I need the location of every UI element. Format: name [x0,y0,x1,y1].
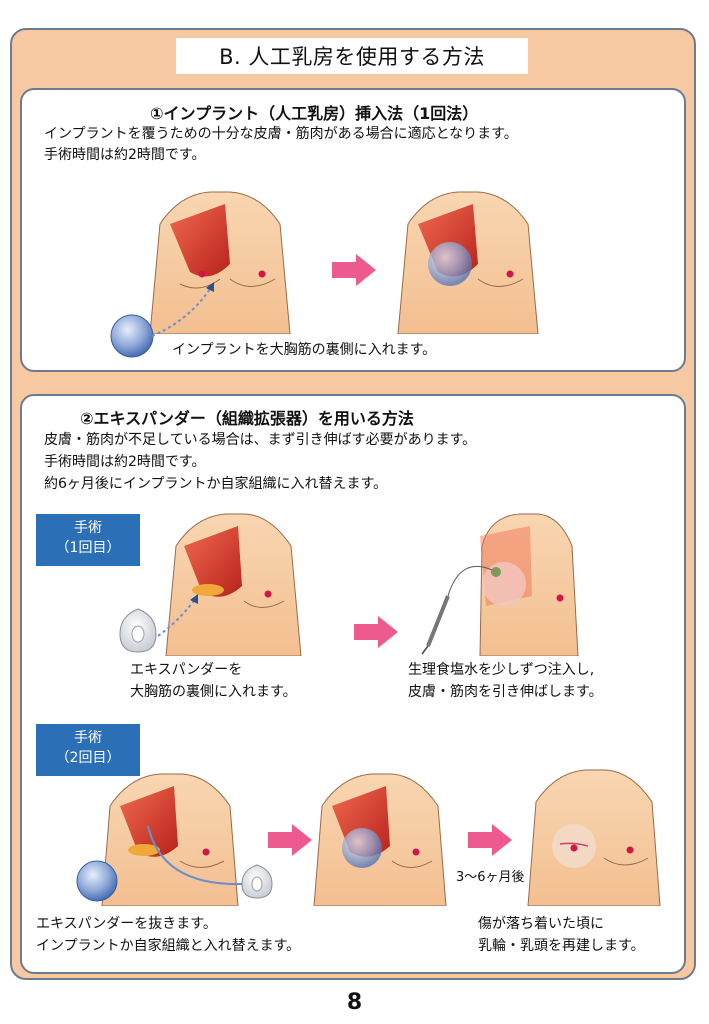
implant-icon [74,858,120,904]
section1-description-line2: 手術時間は約2時間です。 [44,145,206,165]
surgery2-caption-left-line2: インプラントか自家組織と入れ替えます。 [36,936,300,956]
surgery2-caption-right-line2: 乳輪・乳頭を再建します。 [478,936,645,956]
removed-expander-icon [238,862,276,902]
surgery1-tag: 手術 （1回目） [36,514,140,566]
section2-description-line3: 約6ヶ月後にインプラントか自家組織に入れ替えます。 [44,474,387,494]
insertion-path-arrow [150,280,220,340]
section2-description-line2: 手術時間は約2時間です。 [44,452,206,472]
surgery1-caption-left-line2: 大胸筋の裏側に入れます。 [130,682,297,702]
surgery1-tag-line2: （1回目） [36,538,140,558]
section1-caption: インプラントを大胸筋の裏側に入れます。 [172,340,436,360]
torso-with-implant-illustration [388,184,548,334]
surgery2-tag-line1: 手術 [36,728,140,748]
torso-nipple-reconstruction-illustration [520,762,670,906]
expander-icon [116,606,160,656]
arrow-right-icon [330,252,378,288]
torso-implant-replaced-illustration [306,766,456,906]
surgery1-caption-right-line1: 生理食塩水を少しずつ注入し, [408,660,594,680]
expander-insertion-arrow [156,590,206,640]
surgery1-caption-right-line2: 皮膚・筋肉を引き伸ばします。 [408,682,603,702]
arrow-right-icon [352,614,400,650]
torso-saline-injection-illustration [420,506,580,656]
interval-label: 3～6ヶ月後 [456,868,525,888]
page-title: B. 人工乳房を使用する方法 [176,38,528,74]
surgery2-tag-line2: （2回目） [36,748,140,768]
arrow-right-icon [466,822,514,858]
surgery2-caption-right-line1: 傷が落ち着いた頃に [478,914,604,934]
section1-description-line1: インプラントを覆うための十分な皮膚・筋肉がある場合に適応となります。 [44,124,518,144]
section1-heading: ①インプラント（人工乳房）挿入法（1回法） [150,100,478,124]
page-number: 8 [0,990,709,1015]
section2-heading: ②エキスパンダー（組織拡張器）を用いる方法 [80,405,414,429]
implant-icon [108,312,156,360]
surgery1-caption-left-line1: エキスパンダーを [130,660,242,680]
surgery2-caption-left-line1: エキスパンダーを抜きます。 [36,914,217,934]
section2-description-line1: 皮膚・筋肉が不足している場合は、まず引き伸ばす必要があります。 [44,430,476,450]
surgery1-tag-line1: 手術 [36,518,140,538]
